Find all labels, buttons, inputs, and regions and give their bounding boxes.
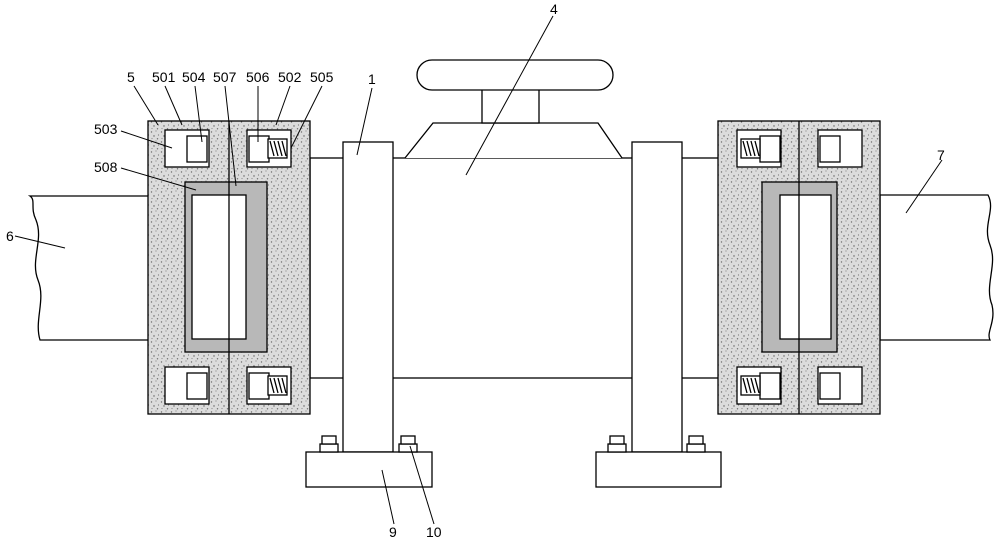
label-508: 508 [94, 159, 118, 175]
label-504: 504 [182, 69, 206, 85]
right-base [595, 451, 722, 488]
label-502: 502 [278, 69, 302, 85]
left-clamp [147, 120, 311, 415]
right-support-column [631, 141, 683, 453]
label-4: 4 [550, 1, 558, 17]
right-clamp [717, 120, 881, 415]
label-7: 7 [937, 147, 945, 163]
leader-lines [14, 15, 943, 525]
label-6: 6 [6, 228, 14, 244]
label-501: 501 [152, 69, 176, 85]
label-507: 507 [213, 69, 237, 85]
label-503: 503 [94, 121, 118, 137]
label-10: 10 [426, 524, 442, 540]
left-pipe [27, 195, 151, 341]
label-9: 9 [389, 524, 397, 540]
label-506: 506 [246, 69, 270, 85]
left-support-column [342, 141, 394, 453]
label-1: 1 [368, 71, 376, 87]
part-labels: 1 4 5 501 504 507 506 502 505 503 508 6 … [6, 1, 945, 540]
right-pipe [879, 194, 994, 341]
label-5: 5 [127, 69, 135, 85]
label-505: 505 [310, 69, 334, 85]
bolts [319, 435, 706, 453]
left-base [305, 451, 433, 488]
